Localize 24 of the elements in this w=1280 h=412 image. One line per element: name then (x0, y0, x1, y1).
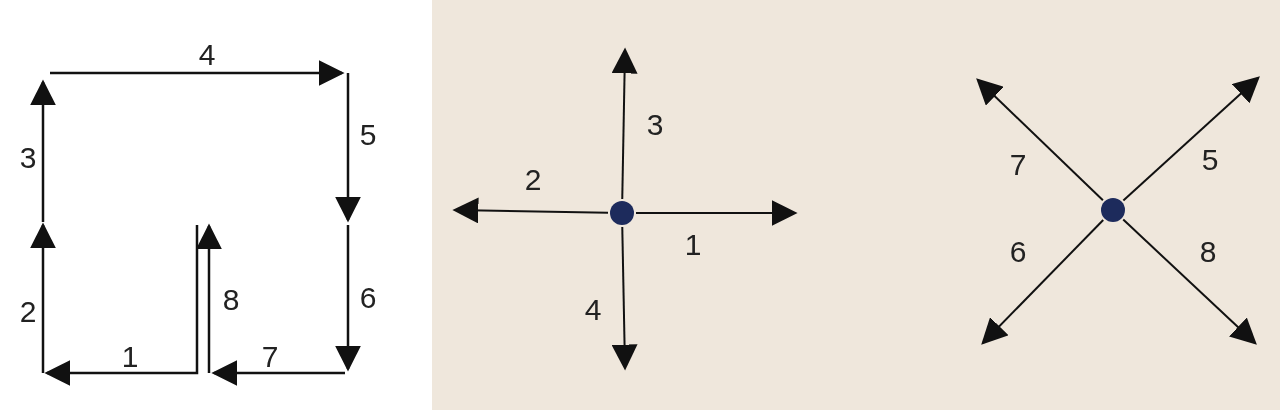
vector-number: 2 (19, 297, 37, 327)
arrow (635, 200, 798, 226)
vector-number: 1 (121, 342, 139, 372)
vector-number: 6 (359, 283, 377, 313)
arrow (611, 226, 638, 371)
vector-number: 8 (222, 285, 240, 315)
arrow (976, 78, 1104, 202)
edge-label: 5 (1201, 145, 1219, 175)
vector-number: 5 (359, 120, 377, 150)
edge-label: 8 (1199, 237, 1217, 267)
arrow (981, 219, 1105, 345)
edge-label: 1 (684, 230, 702, 260)
edge-label: 4 (584, 295, 602, 325)
vector-number: 4 (198, 40, 216, 70)
edge-label: 7 (1009, 150, 1027, 180)
edge-label: 3 (646, 110, 664, 140)
edge-label: 2 (524, 165, 542, 195)
vector-number: 3 (19, 143, 37, 173)
edge-label: 6 (1009, 237, 1027, 267)
arrow (1122, 76, 1260, 202)
arrow (1122, 218, 1257, 345)
vector-number: 7 (261, 342, 279, 372)
arrow (611, 47, 638, 200)
arrow (452, 197, 609, 224)
